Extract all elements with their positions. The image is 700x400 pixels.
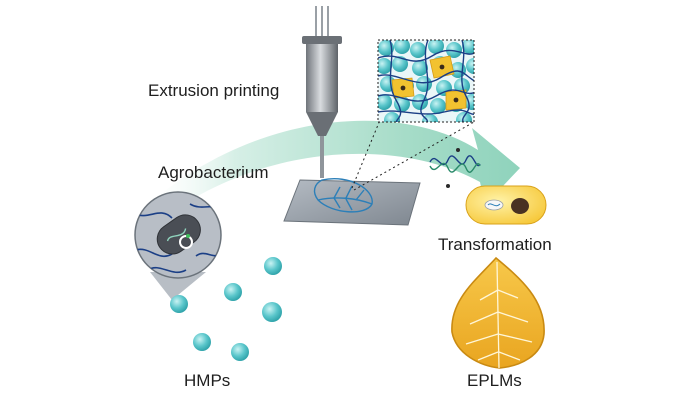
agrobacterium-icon: [156, 214, 201, 255]
microgel-particle: [231, 343, 249, 361]
transformed-cell-icon: [465, 185, 547, 225]
printing-stage: [283, 179, 421, 226]
dna-icon: [429, 155, 481, 173]
label-hmps: HMPs: [184, 371, 230, 390]
particle-icon: [446, 184, 450, 188]
label-transformation: Transformation: [438, 235, 552, 254]
microgel-particle: [224, 283, 242, 301]
microgel-particle: [193, 333, 211, 351]
printed-leaf-icon: [313, 178, 373, 213]
eplm-leaf-icon: [451, 256, 545, 369]
particle-icon: [456, 148, 460, 152]
syringe-icon: [302, 6, 342, 178]
label-agrobacterium: Agrobacterium: [158, 163, 269, 182]
label-eplms: EPLMs: [467, 371, 522, 390]
microgel-network-inset: [377, 39, 475, 123]
hmp-particles: [170, 257, 282, 361]
label-extrusion-printing: Extrusion printing: [148, 81, 279, 100]
process-arrow: [140, 120, 520, 228]
microgel-particle: [170, 295, 188, 313]
microgel-particle: [264, 257, 282, 275]
microgel-particle: [262, 302, 282, 322]
agrobacterium-magnifier: [134, 191, 222, 300]
zoom-line: [351, 119, 381, 189]
